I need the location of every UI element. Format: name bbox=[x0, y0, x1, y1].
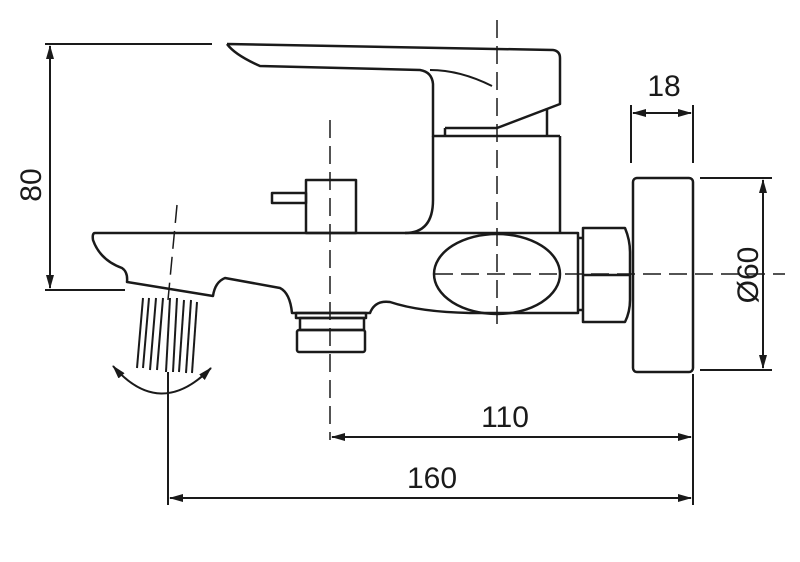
dim-label-18: 18 bbox=[647, 70, 680, 103]
spray-lines bbox=[136, 297, 198, 374]
dim-label-80: 80 bbox=[15, 168, 48, 201]
rotation-arrow-icon bbox=[112, 365, 212, 395]
outlet-thread bbox=[298, 316, 366, 332]
diverter-rod bbox=[270, 191, 308, 205]
lever-handle bbox=[225, 42, 562, 130]
dim-label-160: 160 bbox=[407, 462, 457, 495]
dim-label-60: Ø60 bbox=[732, 247, 765, 304]
wall-flange bbox=[631, 176, 695, 374]
outlet-nut bbox=[295, 328, 367, 354]
centerlines bbox=[167, 20, 785, 440]
dim-label-110: 110 bbox=[481, 401, 529, 434]
lever-inner-edge bbox=[429, 69, 493, 87]
mixer-body bbox=[404, 136, 562, 235]
spout bbox=[91, 231, 580, 315]
hex-nut bbox=[578, 226, 632, 324]
diverter-knob bbox=[304, 178, 358, 235]
